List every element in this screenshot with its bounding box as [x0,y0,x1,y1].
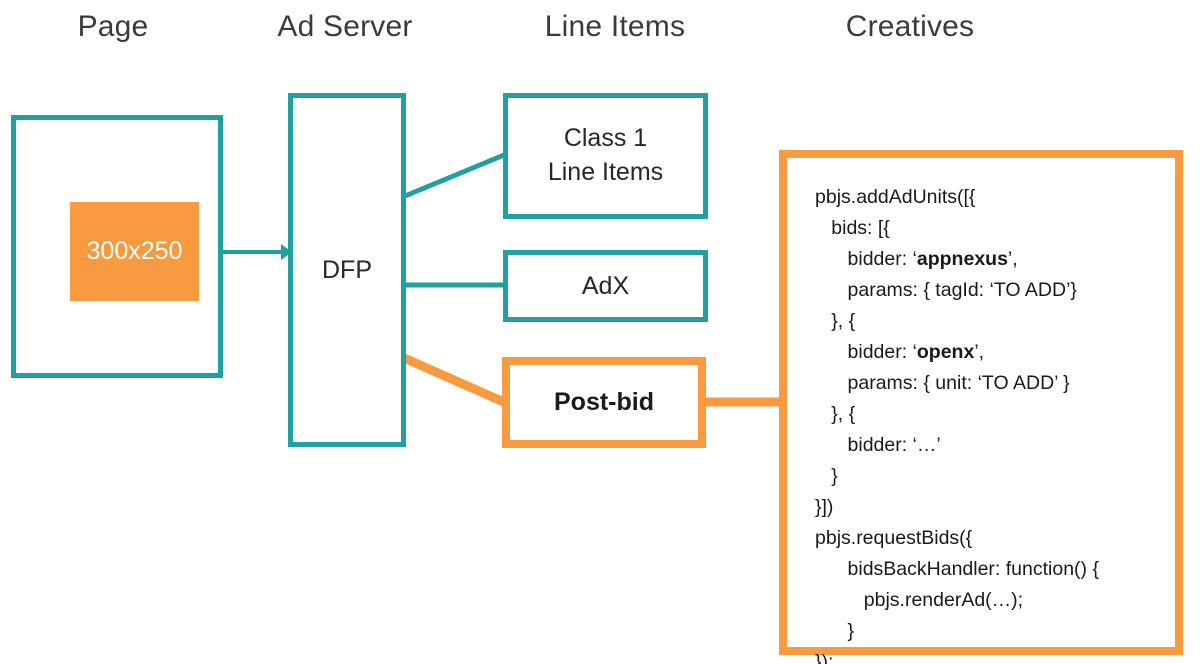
code-line: bidsBackHandler: function() { [847,558,1099,580]
column-header-creatives: Creatives [845,10,975,43]
dfp-box[interactable]: DFP [288,93,406,447]
ad-slot-label: 300x250 [86,237,183,265]
code-line: pbjs.renderAd(…); [863,589,1024,611]
code-line: pbjs.addAdUnits([{ [815,186,976,208]
code-line: } [831,465,838,487]
code-line: pbjs.requestBids({ [815,527,973,549]
creative-code-text: pbjs.addAdUnits([{ bids: [{ bidder: ‘app… [815,182,1099,664]
connector-dfp-to-postbid [402,353,508,408]
column-header-page: Page [77,10,149,43]
code-line: }, { [831,403,856,425]
code-line: bidder: ‘appnexus’, [847,248,1018,270]
code-line: }, { [831,310,856,332]
code-line: }); [815,651,834,664]
adx-box[interactable]: AdX [503,250,708,322]
connector-dfp-to-class1 [404,152,505,199]
post-bid-label: Post-bid [554,388,654,416]
code-line: } [847,620,855,642]
code-line: bidder: ‘openx’, [847,341,985,363]
adx-label: AdX [581,271,630,300]
class1-line-items-label: Class 1 Line Items [547,124,664,186]
post-bid-box[interactable]: Post-bid [502,357,706,448]
ad-slot-300x250[interactable]: 300x250 [70,202,199,301]
code-line: }]) [815,496,834,518]
creative-code-box[interactable]: pbjs.addAdUnits([{ bids: [{ bidder: ‘app… [779,150,1183,664]
code-line: params: { tagId: ‘TO ADD’} [847,279,1077,301]
code-line: bidder: ‘…’ [847,434,941,456]
column-header-line-items: Line Items [544,10,686,43]
dfp-label: DFP [322,255,372,284]
class1-line-items-box[interactable]: Class 1 Line Items [503,93,708,219]
code-line: bids: [{ [831,217,890,239]
column-header-ad-server: Ad Server [277,10,413,43]
code-line: params: { unit: ‘TO ADD’ } [847,372,1070,394]
